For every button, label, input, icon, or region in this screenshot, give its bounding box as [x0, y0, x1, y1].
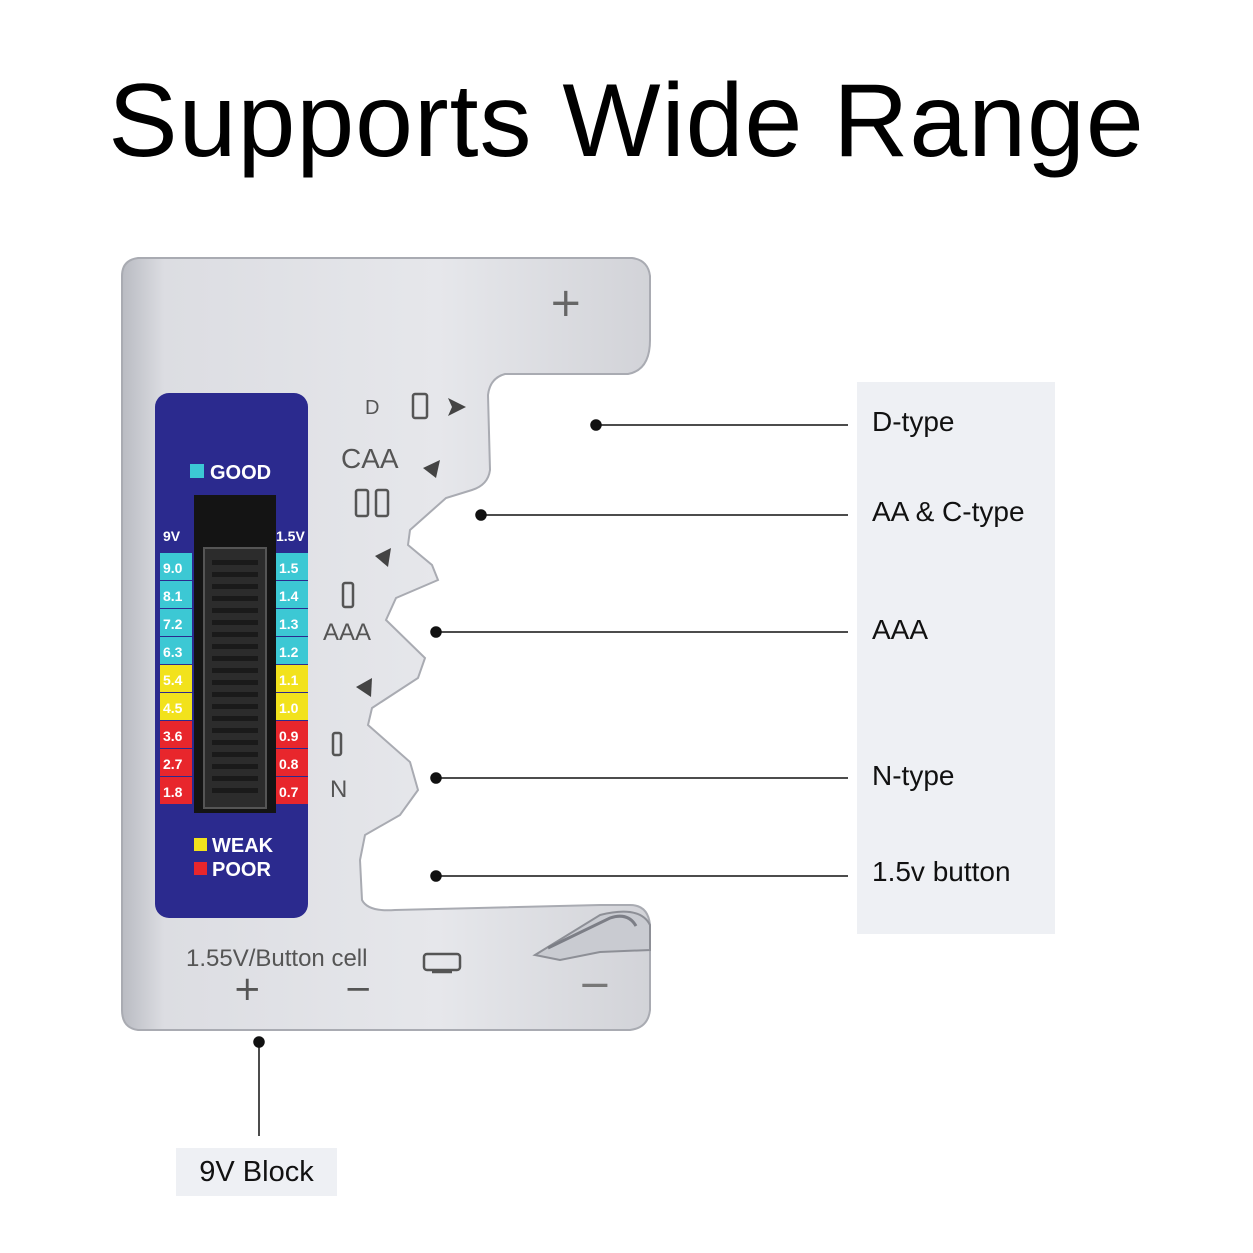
- arrow-aaa-icon: [356, 678, 372, 697]
- meter-tick: [212, 632, 258, 637]
- meter-tick: [212, 656, 258, 661]
- slot-label-d: D: [365, 397, 379, 419]
- right-scale-segment: [276, 609, 308, 636]
- slot-label-caa: CAA: [341, 443, 399, 474]
- left-scale-segment: [160, 777, 192, 804]
- left-scale-value: 1.8: [163, 784, 183, 800]
- left-scale-value: 8.1: [163, 588, 183, 604]
- right-scale-value: 1.5: [279, 560, 299, 576]
- right-scale-value: 0.8: [279, 756, 299, 772]
- meter-tick: [212, 608, 258, 613]
- right-scale-segment: [276, 637, 308, 664]
- battery-c-icon: [354, 488, 370, 518]
- left-scale-value: 6.3: [163, 644, 183, 660]
- right-scale-segment: [276, 693, 308, 720]
- right-scale-value: 1.2: [279, 644, 299, 660]
- arrow-aa-icon: [375, 548, 391, 567]
- scale-header-1-5v: 1.5V: [276, 528, 305, 544]
- right-scale-value: 1.0: [279, 700, 299, 716]
- left-scale-segment: [160, 581, 192, 608]
- battery-aaa-icon: [341, 581, 355, 609]
- meter-tick: [212, 692, 258, 697]
- callout-lines: [253, 419, 848, 1136]
- right-scale-value: 1.4: [279, 588, 299, 604]
- top-plus-sign: +: [549, 280, 583, 326]
- callout-d-type: D-type: [872, 406, 955, 437]
- meter-tick: [212, 680, 258, 685]
- right-scale-segment: [276, 721, 308, 748]
- scale-right: 1.5 1.4 1.3 1.2 1.1 1.0 0.9 0.8 0.7: [276, 553, 308, 804]
- spring-wire: [547, 914, 638, 950]
- right-scale-segment: [276, 553, 308, 580]
- button-cell-label: 1.55V/Button cell: [186, 945, 367, 972]
- left-scale-value: 3.6: [163, 728, 183, 744]
- left-scale-segment: [160, 553, 192, 580]
- right-scale-segment: [276, 581, 308, 608]
- meter-tick: [212, 704, 258, 709]
- callout-button: 1.5v button: [872, 856, 1011, 887]
- battery-aa-icon: [374, 488, 390, 518]
- left-scale-value: 5.4: [163, 672, 183, 688]
- callout-aaa: AAA: [872, 614, 929, 645]
- arrow-caa-icon: [423, 460, 440, 478]
- meter-tick: [212, 716, 258, 721]
- left-scale-segment: [160, 721, 192, 748]
- slot-label-aaa: AAA: [323, 619, 371, 646]
- poor-legend-label: POOR: [212, 859, 271, 881]
- meter-tick: [212, 572, 258, 577]
- slot-label-n: N: [330, 776, 347, 803]
- spring-contact: [532, 910, 651, 962]
- callout-label-panel: [857, 382, 1055, 934]
- meter-ticks: [212, 560, 258, 793]
- right-scale-value: 1.1: [279, 672, 299, 688]
- left-scale-value: 2.7: [163, 756, 183, 772]
- right-scale-value: 0.9: [279, 728, 299, 744]
- callout-n-type: N-type: [872, 760, 955, 791]
- meter-tick: [212, 728, 258, 733]
- meter-tick: [212, 740, 258, 745]
- bottom-right-minus-sign: −: [578, 962, 612, 1008]
- right-scale-segment: [276, 749, 308, 776]
- scale-header-9v: 9V: [163, 528, 181, 544]
- left-scale-segment: [160, 749, 192, 776]
- meter-tick: [212, 584, 258, 589]
- battery-n-icon: [331, 731, 343, 757]
- left-scale-segment: [160, 609, 192, 636]
- meter-tick: [212, 776, 258, 781]
- meter-tick: [212, 668, 258, 673]
- meter-tick: [212, 596, 258, 601]
- poor-legend-swatch: [194, 862, 207, 875]
- bottom-minus-sign: −: [344, 969, 373, 1009]
- bottom-plus-sign: +: [233, 969, 262, 1009]
- left-scale-value: 4.5: [163, 700, 183, 716]
- right-scale-segment: [276, 777, 308, 804]
- callout-aa-c-type: AA & C-type: [872, 496, 1025, 527]
- meter-tick: [212, 764, 258, 769]
- right-scale-value: 1.3: [279, 616, 299, 632]
- battery-d-icon: [411, 392, 429, 420]
- arrow-d-icon: [448, 398, 466, 416]
- meter-tick: [212, 560, 258, 565]
- meter-tick: [212, 620, 258, 625]
- meter-tick: [212, 788, 258, 793]
- left-scale-segment: [160, 665, 192, 692]
- right-scale-value: 0.7: [279, 784, 299, 800]
- left-scale-segment: [160, 693, 192, 720]
- good-legend-label: GOOD: [210, 462, 271, 484]
- left-scale-value: 9.0: [163, 560, 183, 576]
- weak-legend-label: WEAK: [212, 835, 274, 857]
- good-legend-swatch: [190, 464, 204, 478]
- meter-tick: [212, 752, 258, 757]
- left-scale-segment: [160, 637, 192, 664]
- scale-left: 9.0 8.1 7.2 6.3 5.4 4.5 3.6 2.7 1.8: [160, 553, 192, 804]
- meter-tick: [212, 644, 258, 649]
- left-scale-value: 7.2: [163, 616, 183, 632]
- battery-9v-icon: [422, 952, 462, 972]
- page-title: Supports Wide Range: [108, 63, 1145, 179]
- callout-9v-block: 9V Block: [176, 1148, 337, 1196]
- right-scale-segment: [276, 665, 308, 692]
- weak-legend-swatch: [194, 838, 207, 851]
